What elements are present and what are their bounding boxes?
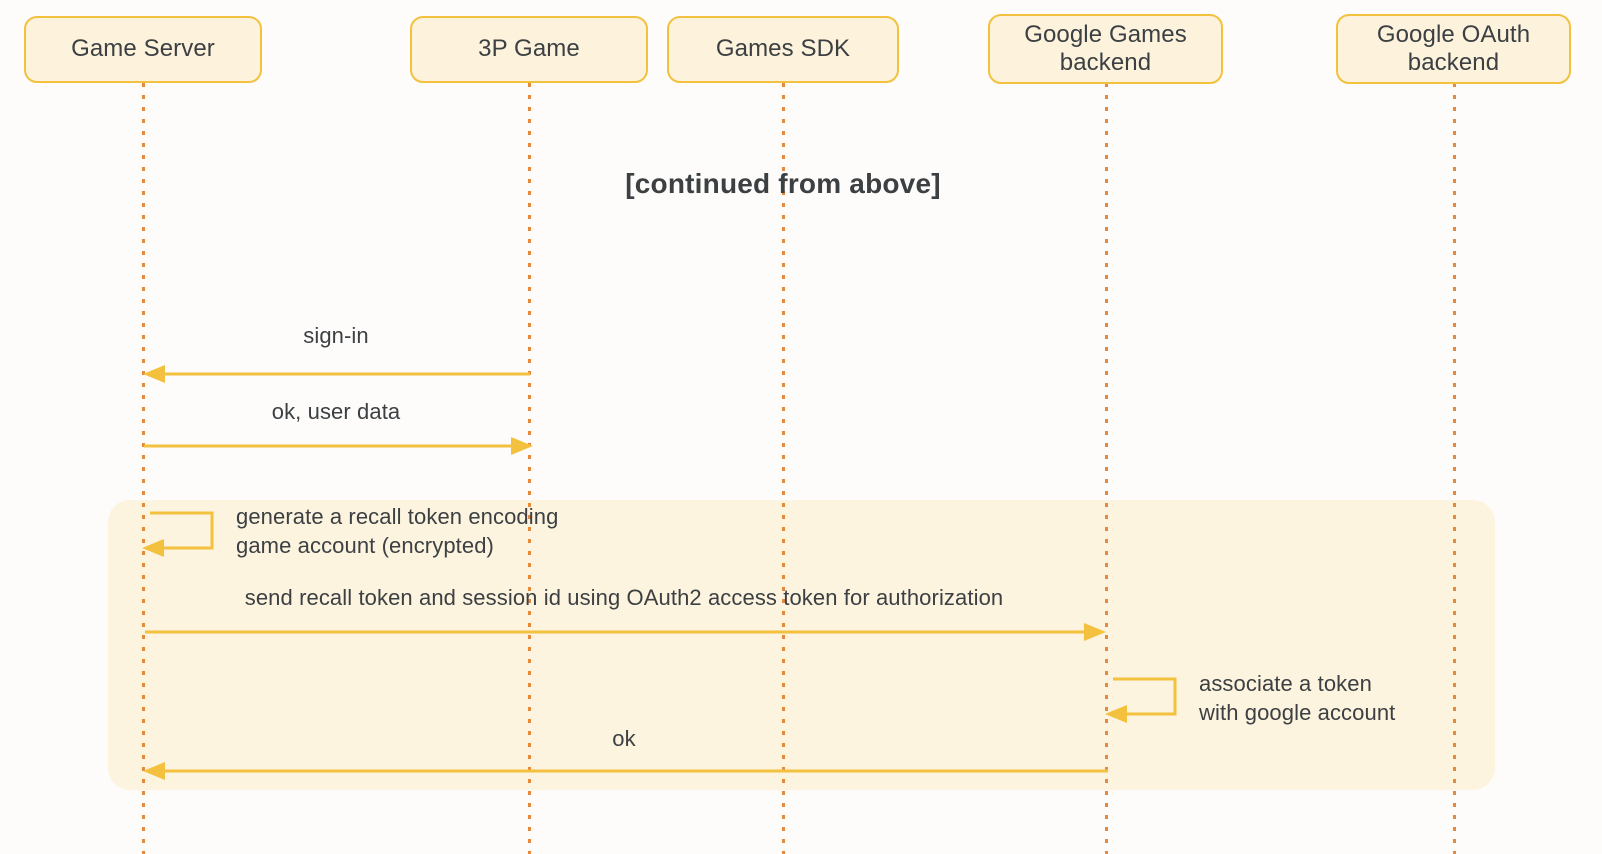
lifeline-google-games-backend bbox=[1105, 83, 1108, 854]
message-arrow-send-recall-token bbox=[145, 623, 1106, 641]
lifeline-games-sdk bbox=[782, 83, 785, 854]
message-arrow-associate-token bbox=[1105, 677, 1177, 723]
message-label-ok-final: ok bbox=[612, 726, 636, 751]
lifeline-game-server bbox=[142, 83, 145, 854]
message-arrow-ok-user-data bbox=[144, 437, 533, 455]
message-arrow-ok-final bbox=[143, 762, 1108, 780]
participant-label-third-party-game: 3P Game bbox=[478, 35, 580, 63]
message-arrow-sign-in bbox=[143, 365, 530, 383]
participant-google-games-backend[interactable]: Google Games backend bbox=[988, 14, 1223, 84]
diagram-title: [continued from above] bbox=[625, 168, 941, 199]
highlighted-region bbox=[108, 500, 1495, 790]
message-label-associate-token: associate a token with google account bbox=[1199, 671, 1396, 725]
participant-label-game-server: Game Server bbox=[71, 35, 215, 63]
participant-label-google-games-backend: Google Games backend bbox=[1024, 20, 1187, 76]
participant-third-party-game[interactable]: 3P Game bbox=[410, 16, 648, 83]
participant-game-server[interactable]: Game Server bbox=[24, 16, 262, 83]
lifeline-google-oauth-backend bbox=[1453, 83, 1456, 854]
message-label-generate-recall-token: generate a recall token encoding game ac… bbox=[236, 504, 559, 558]
message-label-send-recall-token: send recall token and session id using O… bbox=[244, 585, 1004, 610]
participant-label-games-sdk: Games SDK bbox=[715, 35, 851, 63]
message-label-sign-in: sign-in bbox=[303, 323, 369, 348]
participant-games-sdk[interactable]: Games SDK bbox=[667, 16, 899, 83]
message-label-ok-user-data: ok, user data bbox=[271, 399, 401, 424]
message-arrow-generate-recall-token bbox=[142, 511, 214, 557]
lifeline-third-party-game bbox=[528, 83, 531, 854]
participant-google-oauth-backend[interactable]: Google OAuth backend bbox=[1336, 14, 1571, 84]
participant-label-google-oauth-backend: Google OAuth backend bbox=[1376, 20, 1531, 76]
